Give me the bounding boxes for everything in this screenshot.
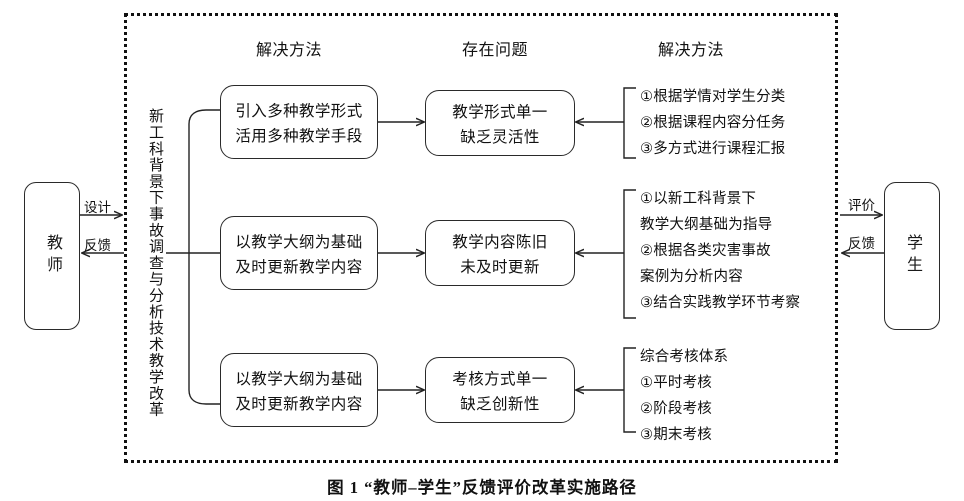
solution-list-row-3: 综合考核体系 ①平时考核 ②阶段考核 ③期末考核 [640,342,728,446]
method-box-row-2-line-1: 以教学大纲为基础 [235,233,363,251]
edge-label-evaluation: 评价 [848,198,875,213]
edge-label-design: 设计 [84,200,111,215]
problem-box-row-2[interactable]: 教学内容陈旧 未及时更新 [425,220,575,286]
solution-item: ①平时考核 [640,374,712,391]
problem-box-row-3-line-2: 缺乏创新性 [460,395,540,413]
solution-item: ②阶段考核 [640,400,712,417]
edge-label-feedback-left: 反馈 [84,238,111,253]
problem-box-row-3[interactable]: 考核方式单一 缺乏创新性 [425,357,575,423]
solution-item: ②根据各类灾害事故 [640,242,771,259]
solution-item: ①以新工科背景下 [640,190,757,207]
method-box-row-2-line-2: 及时更新教学内容 [235,258,363,276]
solution-list-row-1: ①根据学情对学生分类 ②根据课程内容分任务 ③多方式进行课程汇报 [640,82,786,160]
actor-student[interactable]: 学生 [884,182,940,330]
problem-box-row-1-line-2: 缺乏灵活性 [460,128,540,146]
method-box-row-1-line-2: 活用多种教学手段 [235,127,363,145]
solution-list-row-2: ①以新工科背景下 教学大纲基础为指导 ②根据各类灾害事故 案例为分析内容 ③结合… [640,184,800,314]
figure-caption: 图 1 “教师–学生”反馈评价改革实施路径 [327,478,637,497]
actor-student-label: 学生 [904,234,921,278]
solution-item: 综合考核体系 [640,348,729,365]
actor-teacher-label: 教师 [44,234,61,278]
solution-item: ③多方式进行课程汇报 [640,140,786,157]
edge-label-feedback-right: 反馈 [848,236,875,251]
solution-item: ①根据学情对学生分类 [640,88,786,105]
method-box-row-1-line-1: 引入多种教学形式 [235,102,363,120]
problem-box-row-1-line-1: 教学形式单一 [452,103,548,121]
problem-box-row-2-line-2: 未及时更新 [460,258,540,276]
spine-title: 新工科背景下事故调查与分析技术教学改革 [147,108,164,418]
method-box-row-1[interactable]: 引入多种教学形式 活用多种教学手段 [220,85,378,159]
method-box-row-3-line-1: 以教学大纲为基础 [235,370,363,388]
problem-box-row-1[interactable]: 教学形式单一 缺乏灵活性 [425,90,575,156]
problem-box-row-2-line-1: 教学内容陈旧 [452,233,548,251]
solution-item: ②根据课程内容分任务 [640,114,786,131]
solution-item: ③期末考核 [640,426,712,443]
method-box-row-3-line-2: 及时更新教学内容 [235,395,363,413]
column-header-method-right: 解决方法 [658,42,725,59]
solution-item: 案例为分析内容 [640,268,743,285]
actor-teacher[interactable]: 教师 [24,182,80,330]
solution-item: 教学大纲基础为指导 [640,216,773,233]
method-box-row-3[interactable]: 以教学大纲为基础 及时更新教学内容 [220,353,378,427]
solution-item: ③结合实践教学环节考察 [640,294,801,311]
system-boundary-frame [124,13,838,463]
method-box-row-2[interactable]: 以教学大纲为基础 及时更新教学内容 [220,216,378,290]
column-header-method-left: 解决方法 [256,42,323,59]
column-header-problem: 存在问题 [462,42,529,59]
problem-box-row-3-line-1: 考核方式单一 [452,370,548,388]
